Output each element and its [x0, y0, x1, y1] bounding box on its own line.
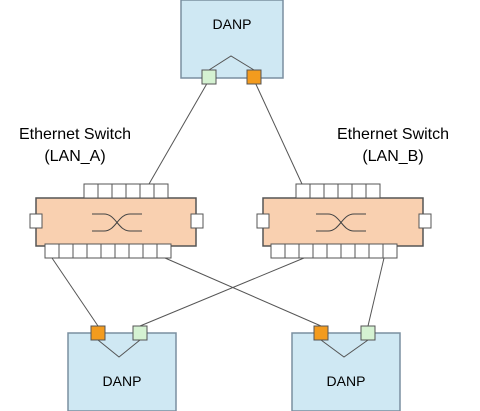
switch-a-subtitle: (LAN_A) — [44, 148, 106, 165]
switch-a-label: Ethernet Switch (LAN_A) — [0, 124, 150, 168]
internal-connection — [320, 339, 369, 358]
port-lan-b — [246, 69, 262, 85]
switch-a-right-port — [190, 213, 204, 229]
switch-a-top-ports — [83, 183, 169, 199]
switch-b-right-port — [418, 213, 432, 229]
node-label-bottom-left: DANP — [102, 373, 142, 389]
switch-lan-b — [256, 183, 432, 259]
port-lan-a — [313, 325, 329, 341]
switch-a-left-port — [29, 213, 43, 229]
link-top-b — [253, 79, 303, 185]
node-label-top: DANP — [212, 16, 252, 32]
node-label-bottom-right: DANP — [326, 373, 366, 389]
internal-connection — [208, 55, 255, 71]
port-lan-b — [360, 325, 376, 341]
switch-b-label: Ethernet Switch (LAN_B) — [318, 124, 468, 168]
switch-b-title: Ethernet Switch — [336, 126, 450, 143]
switch-b-subtitle: (LAN_B) — [362, 148, 424, 165]
port-lan-a — [201, 69, 217, 85]
switch-fabric-icon — [92, 213, 142, 232]
link-a-bottom-left — [51, 257, 99, 327]
link-b-bottom-left — [139, 257, 305, 327]
danp-node-bottom-right — [291, 325, 401, 411]
danp-node-bottom-left — [67, 325, 177, 411]
switch-a-title: Ethernet Switch — [18, 126, 132, 143]
port-lan-a — [90, 325, 106, 341]
switch-b-bottom-ports — [270, 243, 398, 259]
link-top-a — [148, 79, 210, 185]
connections — [51, 79, 385, 327]
switch-a-bottom-ports — [44, 243, 172, 259]
switch-b-top-ports — [295, 183, 381, 199]
switch-lan-a — [29, 183, 204, 259]
port-lan-b — [132, 325, 148, 341]
internal-connection — [97, 339, 141, 358]
switch-fabric-icon — [316, 213, 366, 232]
link-b-bottom-right — [367, 257, 385, 327]
switch-b-left-port — [256, 213, 270, 229]
link-a-bottom-right — [164, 257, 322, 327]
danp-node-top — [180, 0, 284, 85]
